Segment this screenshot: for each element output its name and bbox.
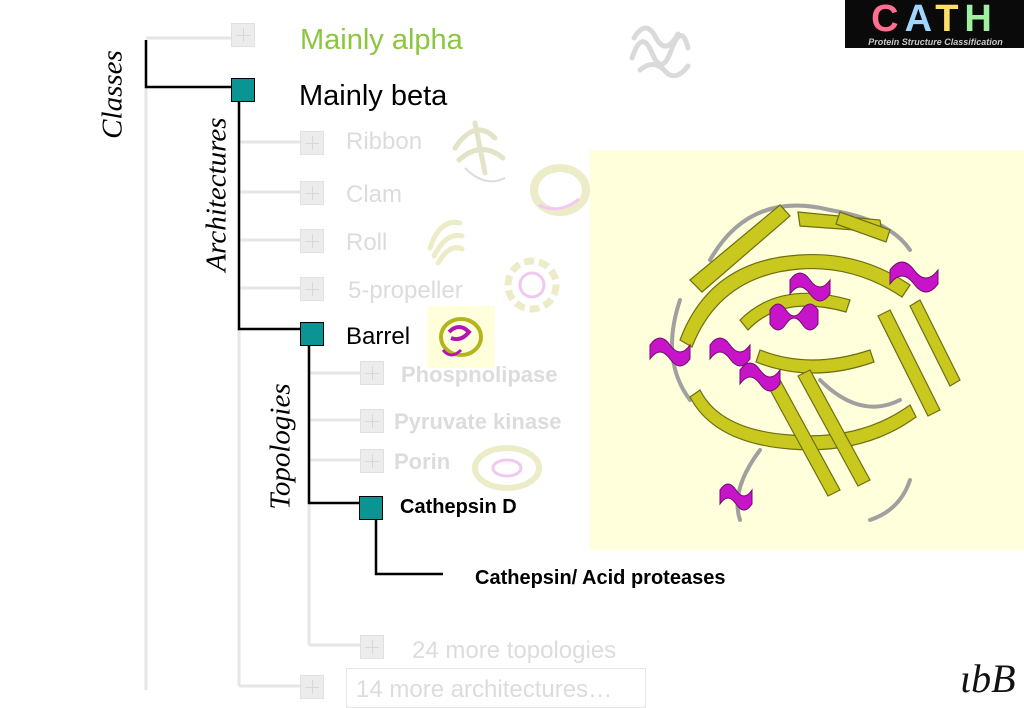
porin-node[interactable] — [360, 449, 384, 473]
roll-label[interactable]: Roll — [346, 229, 388, 256]
classes-label: Classes — [96, 50, 129, 139]
pyruvate-kinase-node[interactable] — [360, 409, 384, 433]
mainly-beta-label[interactable]: Mainly beta — [299, 80, 448, 112]
mainly-alpha-node[interactable] — [231, 23, 255, 47]
barrel-label[interactable]: Barrel — [346, 323, 411, 350]
clam-label[interactable]: Clam — [346, 181, 403, 208]
cath-logo-letter-c: C — [871, 0, 905, 40]
five-propeller-node[interactable] — [300, 277, 324, 301]
more-architectures-node[interactable] — [300, 675, 324, 699]
cathepsin-acid-proteases-label[interactable]: Cathepsin/ Acid proteases — [475, 567, 726, 589]
cath-logo-letter-a: A — [904, 0, 936, 40]
roll-node[interactable] — [300, 229, 324, 253]
cathepsin-d-label[interactable]: Cathepsin D — [400, 496, 517, 518]
cathepsin-d-structure-image — [590, 150, 1024, 550]
clam-node[interactable] — [300, 181, 324, 205]
five-propeller-structure-image — [504, 257, 560, 313]
ribbon-label[interactable]: Ribbon — [346, 128, 423, 155]
topologies-label: Topologies — [264, 383, 297, 510]
porin-structure-image — [472, 445, 542, 491]
cath-logo: CATH Protein Structure Classification — [845, 0, 1024, 48]
cath-logo-letter-t: T — [935, 0, 965, 40]
barrel-structure-image — [427, 306, 495, 368]
cathepsin-d-node[interactable] — [359, 496, 383, 520]
more-topologies-node[interactable] — [360, 635, 384, 659]
ribbon-structure-image — [452, 120, 506, 183]
more-architectures-label[interactable]: 14 more architectures… — [356, 676, 613, 703]
author-signature-logo: ɩbB — [960, 656, 1016, 701]
porin-label[interactable]: Porin — [394, 449, 451, 474]
ribbon-node[interactable] — [300, 131, 324, 155]
pyruvate-kinase-label[interactable]: Pyruvate kinase — [394, 409, 562, 434]
architectures-label: Architectures — [200, 117, 233, 272]
more-topologies-label[interactable]: 24 more topologies — [412, 637, 617, 664]
barrel-node[interactable] — [300, 322, 324, 346]
clam-structure-image — [530, 164, 590, 216]
five-propeller-label[interactable]: 5-propeller — [348, 277, 463, 304]
mainly-beta-node[interactable] — [231, 78, 255, 102]
phospholipase-node[interactable] — [360, 361, 384, 385]
mainly-alpha-structure-image — [629, 25, 691, 78]
mainly-alpha-label[interactable]: Mainly alpha — [300, 24, 463, 56]
cath-logo-letter-h: H — [964, 0, 998, 40]
cath-logo-letters: CATH — [845, 0, 1024, 41]
cath-logo-subtitle: Protein Structure Classification — [868, 37, 1003, 47]
roll-structure-image — [427, 219, 465, 266]
